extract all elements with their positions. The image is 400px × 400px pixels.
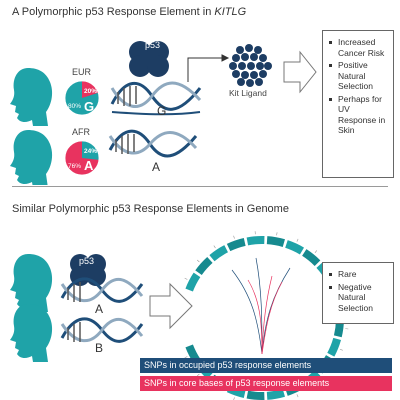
chromosome-segment	[266, 389, 285, 400]
chromosome-segment	[246, 236, 265, 246]
chromosome-tick	[213, 245, 216, 249]
top-outcomes-list: Increased Cancer Risk Positive Natural S…	[323, 31, 393, 144]
afr-pct-minor: 24%	[84, 148, 98, 155]
top-illustration	[10, 41, 317, 185]
top-outcome-arrow-icon	[283, 50, 317, 94]
chromosome-segment	[246, 390, 265, 400]
eur-head-icon	[10, 68, 53, 126]
chromosome-tick	[339, 348, 343, 351]
top-outcome-item: Perhaps for UV Response in Skin	[329, 94, 387, 136]
bottom-outcome-item: Rare	[329, 269, 387, 280]
chromosome-segment	[185, 272, 201, 292]
bottom-outcome-item: Negative Natural Selection	[329, 282, 387, 314]
p53-label-top: p53	[145, 40, 161, 50]
bottom-flow-arrow-icon	[149, 282, 193, 330]
chromosome-segment	[285, 240, 305, 255]
chromosome-tick	[296, 238, 299, 242]
afr-allele-letter: A	[84, 158, 94, 173]
dna-helix-afr-icon	[108, 129, 198, 158]
afr-head-icon	[10, 130, 53, 185]
top-outcome-item: Increased Cancer Risk	[329, 37, 387, 58]
kit-ligand-cluster-icon	[229, 44, 272, 87]
kit-ligand-label: Kit Ligand	[229, 88, 267, 98]
chromosome-segment	[327, 337, 342, 357]
chromosome-segment	[302, 249, 321, 267]
chromosome-tick	[314, 250, 318, 253]
dna-allele-eur: G	[157, 104, 167, 118]
eur-allele-letter: G	[84, 99, 95, 114]
top-title-gene: KITLG	[214, 6, 247, 18]
eur-population-label: EUR	[72, 67, 92, 77]
chromosome-segment	[195, 256, 213, 276]
p53-label-bottom: p53	[79, 256, 95, 266]
chromosome-tick	[184, 277, 188, 280]
top-flow-arrow-icon	[187, 54, 230, 82]
section-divider	[12, 186, 388, 187]
afr-population-label: AFR	[72, 127, 90, 137]
person-a-head-icon	[10, 254, 53, 312]
dna-helix-eur-icon	[110, 81, 202, 116]
dna-helix-b-icon	[60, 317, 144, 343]
top-title-text: A Polymorphic p53 Response Element in	[12, 6, 215, 18]
p53-protein-icon	[129, 41, 169, 77]
dna-allele-afr: A	[152, 160, 161, 174]
snp-links-icon	[231, 257, 291, 355]
eur-allele-pie	[64, 80, 100, 116]
afr-allele-pie	[64, 140, 100, 176]
chromosome-tick	[276, 232, 278, 236]
chromosome-segment	[209, 245, 229, 262]
chromosome-segment	[266, 236, 285, 247]
dna-helix-a-icon	[60, 277, 144, 303]
legend-core-bar: SNPs in core bases of p53 response eleme…	[140, 376, 392, 391]
bottom-panel-title: Similar Polymorphic p53 Response Element…	[12, 203, 289, 215]
eur-pct-minor: 20%	[84, 88, 98, 95]
chromosome-tick	[296, 394, 299, 398]
chromosome-tick	[196, 259, 200, 263]
eur-pct-major: 80%	[68, 103, 82, 110]
chromosome-segment	[226, 238, 246, 252]
top-outcomes-box: Increased Cancer Risk Positive Natural S…	[322, 30, 394, 178]
legend-occupied-bar: SNPs in occupied p53 response elements	[140, 358, 392, 373]
afr-pct-major: 76%	[68, 163, 82, 170]
chromosome-tick	[196, 373, 200, 377]
chromosome-tick	[184, 356, 188, 359]
allele-a-label: A	[95, 302, 104, 316]
person-b-head-icon	[10, 304, 53, 362]
allele-b-label: B	[95, 341, 104, 355]
bottom-outcomes-box: Rare Negative Natural Selection	[322, 262, 394, 324]
chromosome-tick	[233, 235, 235, 239]
top-panel-title: A Polymorphic p53 Response Element in KI…	[12, 6, 246, 18]
top-outcome-item: Positive Natural Selection	[329, 60, 387, 92]
bottom-outcomes-list: Rare Negative Natural Selection	[323, 263, 393, 321]
